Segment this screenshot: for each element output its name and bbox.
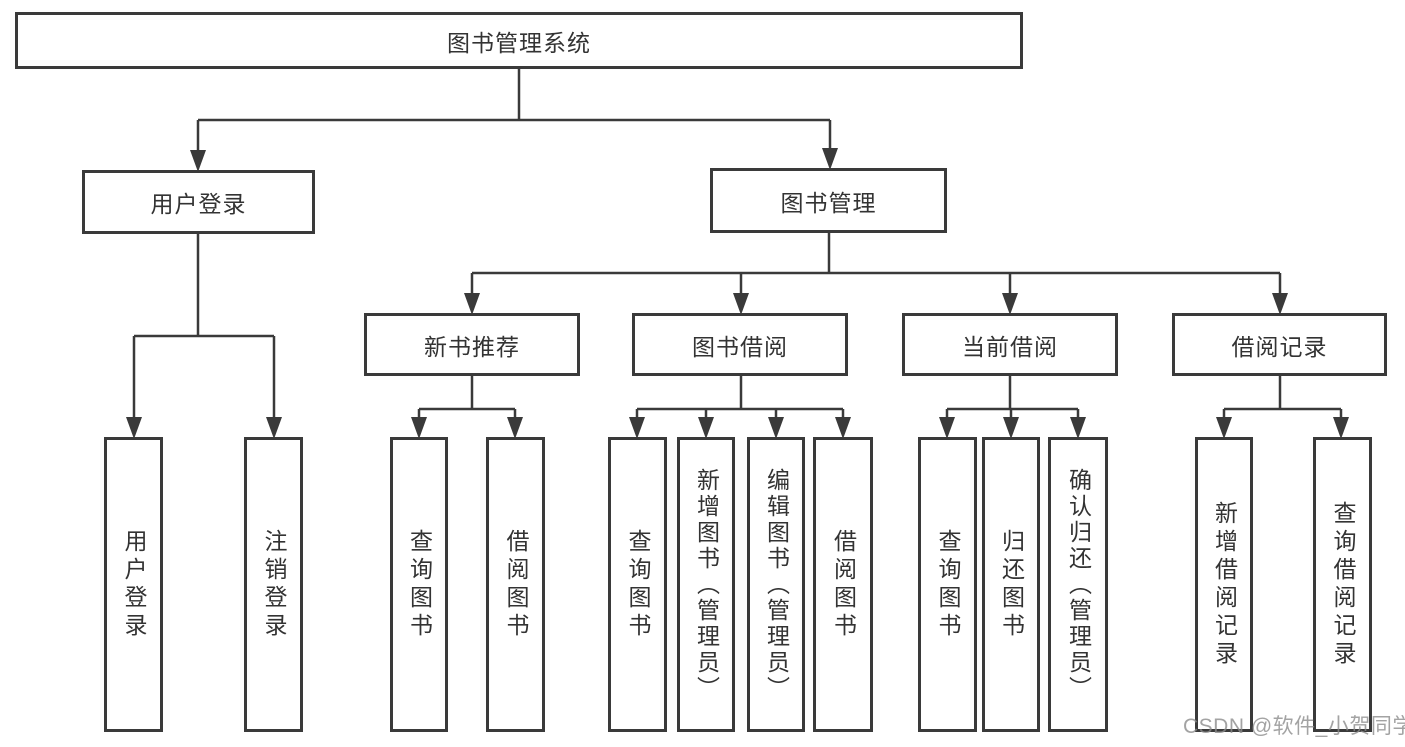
leaf-logout: 注销登录 xyxy=(244,437,303,732)
node-book-borrow: 图书借阅 xyxy=(632,313,848,376)
leaf-confirm-return-admin: 确认归还（管理员） xyxy=(1048,437,1108,732)
leaf-user-login: 用户登录 xyxy=(104,437,163,732)
leaf-recommend-query-books: 查询图书 xyxy=(390,437,448,732)
node-borrow-records: 借阅记录 xyxy=(1172,313,1387,376)
leaf-add-books-admin: 新增图书（管理员） xyxy=(677,437,735,732)
leaf-borrow-query-books: 查询图书 xyxy=(608,437,667,732)
node-current-borrow: 当前借阅 xyxy=(902,313,1118,376)
leaf-borrow-books: 借阅图书 xyxy=(813,437,873,732)
node-new-book-recommend: 新书推荐 xyxy=(364,313,580,376)
node-root-system: 图书管理系统 xyxy=(15,12,1023,69)
node-user-login: 用户登录 xyxy=(82,170,315,234)
csdn-watermark: CSDN @软件_小贺同学 xyxy=(1183,715,1405,738)
leaf-edit-books-admin: 编辑图书（管理员） xyxy=(747,437,805,732)
leaf-query-borrow-record: 查询借阅记录 xyxy=(1313,437,1372,732)
node-book-management: 图书管理 xyxy=(710,168,947,233)
leaf-recommend-borrow-books: 借阅图书 xyxy=(486,437,545,732)
leaf-add-borrow-record: 新增借阅记录 xyxy=(1195,437,1253,732)
leaf-current-query-books: 查询图书 xyxy=(918,437,977,732)
leaf-return-books: 归还图书 xyxy=(982,437,1040,732)
